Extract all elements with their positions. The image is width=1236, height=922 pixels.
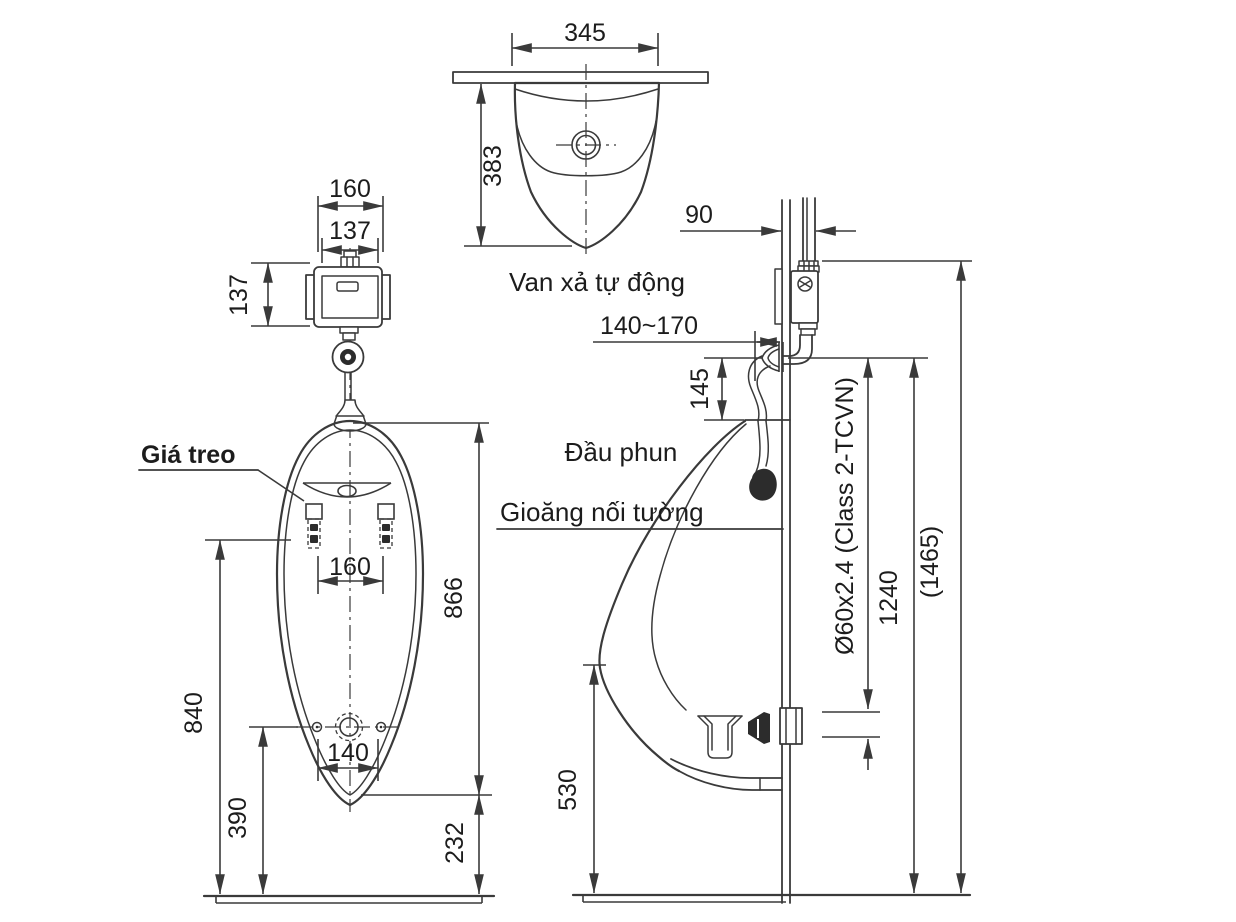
dim-140: 140 — [327, 739, 369, 767]
wall-gasket-label: Gioăng nối tường — [500, 497, 704, 527]
front-dim-valve-width: 137 — [321, 217, 379, 263]
bottom-lip-side — [670, 758, 783, 791]
front-dim-valve-outer: 160 — [317, 175, 384, 252]
sensor-window — [336, 281, 359, 292]
dim-137-width: 137 — [329, 217, 371, 245]
side-dim-wall-depth: 90 — [680, 201, 856, 236]
dim-232: 232 — [441, 822, 469, 864]
spreader-channel-inner — [756, 365, 771, 422]
front-dim-drain-height: 390 — [224, 726, 298, 895]
side-dim-spud: 145 — [686, 357, 928, 421]
body-outline-side — [598, 419, 747, 773]
supply-pipe-side — [797, 197, 820, 273]
dim-840: 840 — [180, 692, 208, 734]
top-view-dim-width: 345 — [511, 19, 659, 66]
bowl-inner-curve — [515, 120, 657, 177]
flush-valve-front — [305, 250, 391, 341]
wall-shelf-plan — [452, 71, 709, 84]
front-dim-drain-spacing: 140 — [317, 739, 379, 781]
drain-trap-side — [697, 715, 743, 759]
side-dim-valve-height: 1240 — [875, 357, 919, 894]
front-dim-body-height: 866 — [353, 422, 492, 796]
elbow-pipe-inner — [782, 334, 813, 365]
flush-valve-side — [774, 268, 819, 365]
bowl-outline-plan — [513, 81, 661, 250]
spray-head-side — [747, 342, 784, 422]
front-dim-valve-height: 137 — [225, 262, 310, 327]
front-dim-bottom-clearance: 232 — [441, 794, 484, 895]
bowl-inner-side — [651, 423, 747, 711]
bracket-callout: Giá treo — [138, 441, 305, 502]
side-dim-rim-height: 530 — [554, 664, 606, 894]
dim-345: 345 — [564, 19, 606, 47]
dim-137-height: 137 — [225, 274, 253, 316]
dim-866: 866 — [440, 577, 468, 619]
top-view-dim-depth: 383 — [464, 83, 572, 247]
side-dim-total-height: (1465) — [822, 260, 972, 894]
dim-pipe-spec: Ø60x2.4 (Class 2-TCVN) — [831, 377, 859, 655]
floor-line-front — [202, 894, 496, 904]
dim-160-valve: 160 — [329, 175, 371, 203]
wall-section — [781, 199, 791, 904]
front-view: 160 137 137 — [138, 175, 496, 904]
dim-383: 383 — [479, 145, 507, 187]
mounting-slot-left — [305, 503, 323, 549]
drain-front — [296, 712, 404, 742]
elbow-pipe-outer — [782, 334, 801, 357]
bracket-label: Giá treo — [141, 441, 235, 469]
spreader-shelf — [302, 482, 392, 498]
side-dim-rough-in: 140~170 — [593, 312, 781, 381]
body-inner-front — [283, 429, 417, 796]
supply-pipe-front — [331, 340, 367, 432]
dim-140-170: 140~170 — [600, 312, 698, 340]
dim-1240: 1240 — [875, 570, 903, 626]
gasket-callout: Gioăng nối tường — [496, 497, 784, 530]
wall-gasket — [749, 420, 777, 501]
floor-line-side — [571, 893, 972, 903]
side-view: 90 140~170 145 Đầu phun Gioăng nối tường — [496, 197, 972, 904]
dim-530: 530 — [554, 769, 582, 811]
front-dim-bracket-spacing: 160 — [317, 553, 384, 594]
mounting-slot-right — [377, 503, 395, 549]
spray-head-label: Đầu phun — [565, 437, 678, 467]
spreader-channel-outer — [747, 355, 763, 422]
front-dim-mid-height: 840 — [180, 539, 291, 895]
side-dim-drain-pipe: Ø60x2.4 (Class 2-TCVN) — [822, 357, 880, 770]
body-outline-front — [275, 419, 425, 807]
dim-1465: (1465) — [916, 526, 944, 598]
dim-145: 145 — [686, 368, 714, 410]
dim-90: 90 — [685, 201, 713, 229]
dim-390: 390 — [224, 797, 252, 839]
top-view: 345 383 Van xả tự động — [452, 19, 709, 297]
dim-160-brackets: 160 — [329, 553, 371, 581]
flush-valve-label: Van xả tự động — [509, 267, 685, 297]
outlet-flange — [779, 707, 803, 745]
